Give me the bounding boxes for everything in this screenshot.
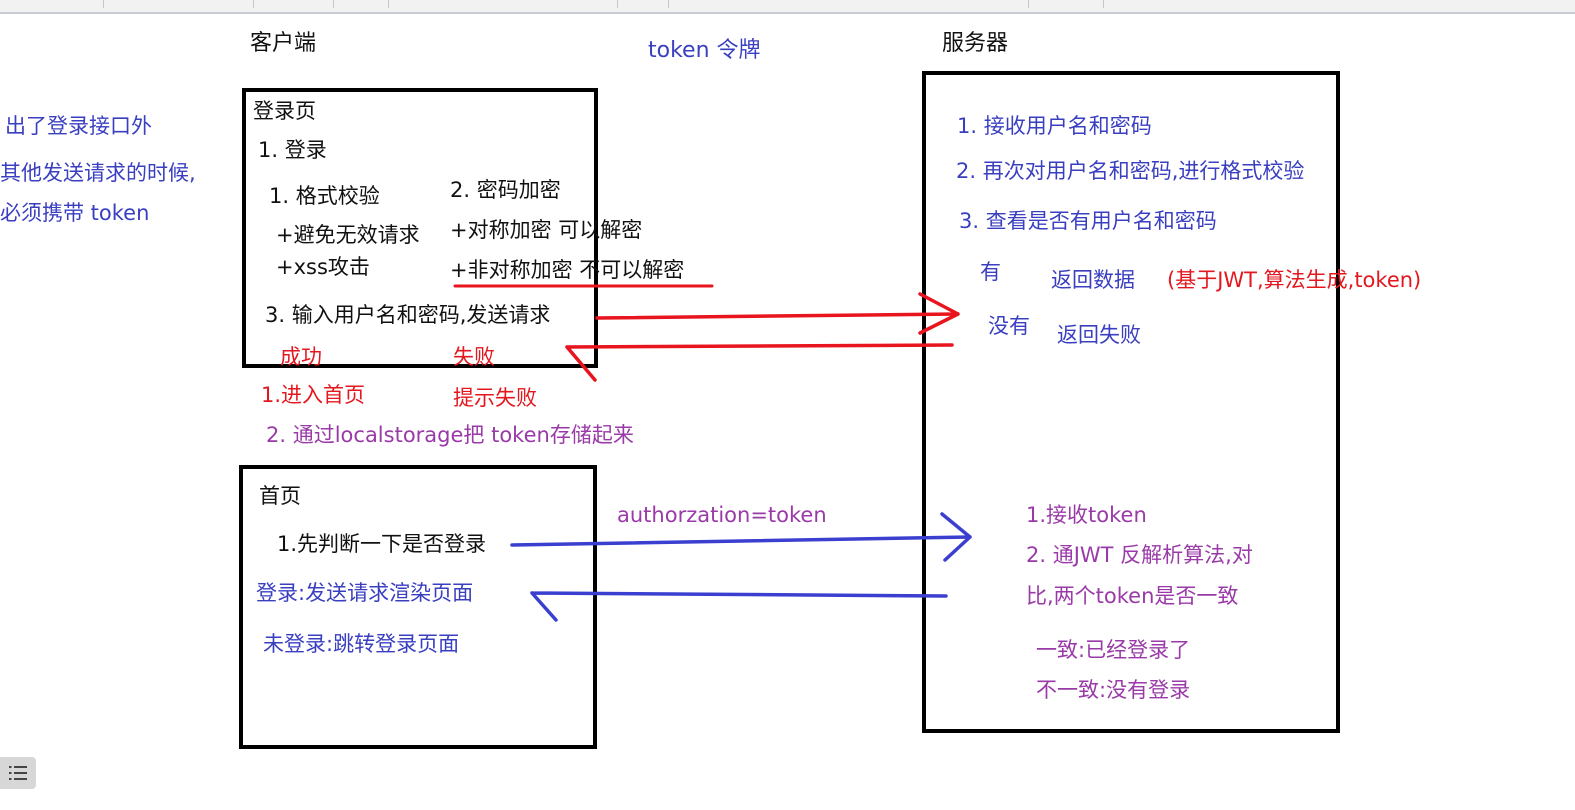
- server-step-2: 2. 再次对用户名和密码,进行格式校验: [956, 159, 1305, 183]
- token-inconsistent: 不一致:没有登录: [1036, 678, 1191, 702]
- request-arrow: [595, 292, 960, 335]
- server-step-1: 1. 接收用户名和密码: [957, 114, 1152, 138]
- top-toolbar: [0, 0, 1575, 14]
- symmetric-encrypt: +对称加密 可以解密: [450, 218, 643, 242]
- jwt-parse-line-2: 比,两个token是否一致: [1026, 584, 1239, 608]
- check-login: 1.先判断一下是否登录: [277, 532, 487, 556]
- avoid-invalid-request: +避免无效请求: [276, 223, 420, 247]
- token-consistent: 一致:已经登录了: [1036, 638, 1191, 662]
- toolbar-separator: [388, 0, 389, 8]
- toolbar-separator: [1103, 0, 1104, 8]
- has-user: 有: [980, 260, 1001, 284]
- note-line-3: 必须携带 token: [0, 201, 150, 225]
- success-label: 成功: [280, 345, 322, 369]
- outline-button[interactable]: [0, 757, 36, 789]
- asymmetric-encrypt: +非对称加密 不可以解密: [450, 258, 685, 282]
- login-page-box: [242, 88, 598, 368]
- login-box-title: 登录页: [253, 99, 316, 123]
- show-fail: 提示失败: [453, 386, 537, 410]
- token-title: token 令牌: [648, 38, 761, 63]
- toolbar-separator: [253, 0, 254, 8]
- server-box: [922, 71, 1340, 733]
- response-arrow: [565, 343, 954, 382]
- not-logged-in-action: 未登录:跳转登录页面: [263, 632, 460, 656]
- toolbar-separator: [103, 0, 104, 8]
- toolbar-separator: [668, 0, 669, 8]
- jwt-note: (基于JWT,算法生成,token): [1167, 268, 1422, 292]
- return-data: 返回数据: [1051, 268, 1135, 292]
- fail-label: 失败: [453, 345, 495, 369]
- server-label: 服务器: [942, 31, 1009, 56]
- format-check: 1. 格式校验: [269, 184, 380, 208]
- note-line-2: 其他发送请求的时候,: [0, 161, 196, 185]
- store-token: 2. 通过localstorage把 token存储起来: [266, 423, 634, 447]
- login-step-1: 1. 登录: [258, 138, 327, 162]
- server-step-3: 3. 查看是否有用户名和密码: [959, 209, 1217, 233]
- toolbar-separator: [333, 0, 334, 8]
- list-icon: [9, 766, 27, 780]
- client-label: 客户端: [250, 31, 317, 56]
- note-line-1: 出了登录接口外: [5, 114, 152, 138]
- login-step-3: 3. 输入用户名和密码,发送请求: [265, 303, 551, 327]
- jwt-parse-line-1: 2. 通JWT 反解析算法,对: [1026, 543, 1253, 567]
- enter-home: 1.进入首页: [261, 383, 366, 407]
- return-fail: 返回失败: [1057, 323, 1141, 347]
- receive-token: 1.接收token: [1026, 503, 1147, 527]
- home-box-title: 首页: [259, 484, 301, 508]
- toolbar-separator: [617, 0, 618, 8]
- xss-attack: +xss攻击: [276, 255, 370, 279]
- password-encrypt: 2. 密码加密: [450, 178, 561, 202]
- logged-in-action: 登录:发送请求渲染页面: [256, 581, 474, 605]
- no-user: 没有: [988, 314, 1030, 338]
- toolbar-separator: [1028, 0, 1029, 8]
- auth-header-label: authorzation=token: [617, 503, 827, 527]
